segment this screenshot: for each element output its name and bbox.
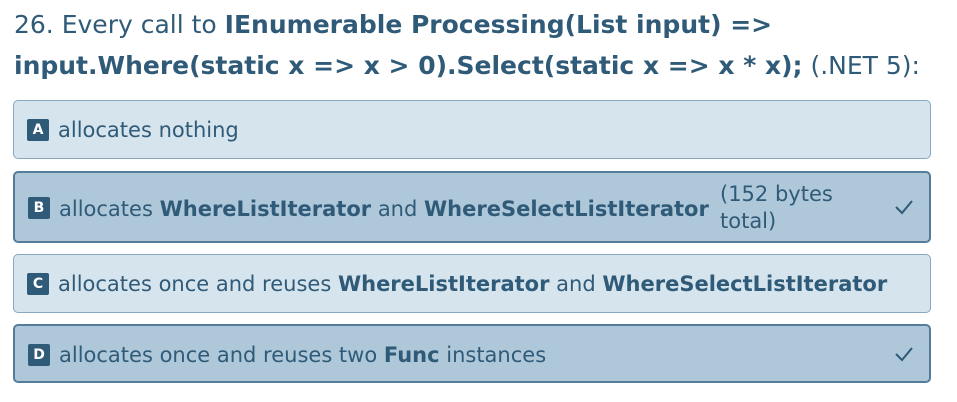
option-a[interactable]: A allocates nothing [13,100,931,159]
option-c[interactable]: C allocates once and reuses WhereListIte… [13,254,931,313]
option-text: allocates nothing [58,118,239,142]
option-text: allocates once and reuses two Func insta… [59,343,547,367]
question-suffix: (.NET 5): [810,51,920,80]
option-letter-badge: C [27,273,49,295]
check-icon [895,200,913,215]
option-letter-badge: B [28,197,50,219]
question-code: IEnumerable Processing(List input) => in… [14,10,803,80]
option-note: (152 bytes total) [720,182,833,233]
check-icon [895,347,913,362]
option-text: allocates once and reuses WhereListItera… [58,272,888,296]
option-text: allocates WhereListIterator and WhereSel… [59,197,709,221]
option-letter-badge: A [27,119,49,141]
option-letter-badge: D [28,344,50,366]
option-b[interactable]: B allocates WhereListIterator and WhereS… [13,171,931,243]
question-text: 26. Every call to IEnumerable Processing… [14,4,944,86]
option-d[interactable]: D allocates once and reuses two Func ins… [13,324,931,383]
question-prefix: Every call to [61,10,217,39]
question-number: 26. [14,10,54,39]
